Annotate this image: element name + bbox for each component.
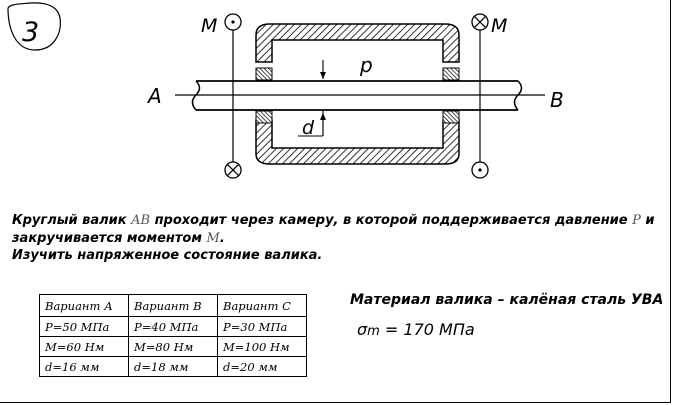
allowable-stress: σm = 170 МПа [357,320,475,339]
moment-right: M [471,13,507,179]
table-row: P=50 МПа P=40 МПа P=30 МПа [39,316,307,337]
description-line-1: Круглый валик AB проходит через камеру, … [12,213,655,228]
table-cell: P=50 МПа [39,316,129,337]
description-line-2: закручивается моментом M. [12,230,225,246]
table-cell: d=16 мм [39,356,129,377]
table-cell: Вариант В [128,294,218,317]
pressure-label: p [359,53,373,77]
material-note: Материал валика – калёная сталь УВА [350,292,664,308]
table-cell: M=100 Нм [217,336,307,357]
moment-label-left: M [201,15,217,37]
shaft-chamber-diagram: 3 M [7,2,564,179]
diameter-dimension: d [298,60,326,139]
pressure-chamber [255,23,460,165]
table-cell: Вариант А [39,294,129,317]
table-cell: P=30 МПа [217,316,307,337]
seal-top-right [442,67,460,81]
table-row: Вариант А Вариант В Вариант С [39,294,307,317]
table-row: d=16 мм d=18 мм d=20 мм [39,356,307,377]
variants-table: Вариант А Вариант В Вариант С P=50 МПа P… [39,294,307,377]
seal-bottom-left [255,110,273,124]
moment-label-right: M [491,15,507,37]
table-cell: Вариант С [217,294,307,317]
seal-top-left [255,67,273,81]
point-a-label: A [146,84,162,108]
problem-number-badge: 3 [7,2,61,51]
table-cell: P=40 МПа [128,316,218,337]
table-cell: M=80 Нм [128,336,218,357]
point-b-label: B [550,88,564,112]
problem-number: 3 [22,17,39,48]
seal-bottom-right [442,110,460,124]
diameter-label: d [302,117,315,139]
problem-description: Круглый валик AB проходит через камеру, … [12,212,662,265]
table-cell: M=60 Нм [39,336,129,357]
table-cell: d=20 мм [217,356,307,377]
table-row: M=60 Нм M=80 Нм M=100 Нм [39,336,307,357]
table-cell: d=18 мм [128,356,218,377]
moment-left: M [201,13,242,179]
description-line-3: Изучить напряженное состояние валика. [12,248,323,263]
shaft [175,80,545,111]
